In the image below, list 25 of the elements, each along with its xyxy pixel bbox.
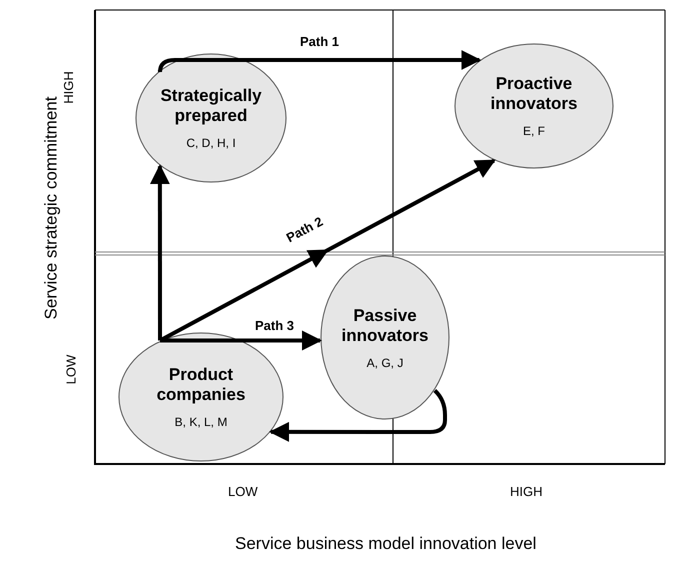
axis-title: Service business model innovation level bbox=[235, 534, 536, 554]
node-members: B, K, L, M bbox=[174, 415, 228, 429]
axis-title: Service strategic commitment bbox=[41, 96, 62, 320]
node-title: Passive innovators bbox=[340, 306, 430, 346]
axis-tick-label: HIGH bbox=[60, 71, 76, 104]
node-title: Strategically prepared bbox=[159, 86, 263, 126]
path-arrow bbox=[160, 330, 322, 350]
edge-label: Path 1 bbox=[300, 34, 340, 49]
axis-tick-label: LOW bbox=[63, 354, 78, 384]
axis-tick-label: HIGH bbox=[510, 484, 542, 499]
node-members: A, G, J bbox=[366, 356, 404, 370]
axis-tick-label: LOW bbox=[228, 484, 258, 499]
ellipse-node bbox=[135, 53, 287, 183]
edge-label: Path 2 bbox=[284, 214, 326, 246]
edge-label: Path 3 bbox=[255, 318, 294, 333]
path-arrow bbox=[158, 50, 482, 74]
ellipse-node bbox=[118, 332, 284, 462]
node-title: Proactive innovators bbox=[490, 74, 578, 114]
node-title: Product companies bbox=[156, 365, 246, 405]
node-members: C, D, H, I bbox=[186, 136, 236, 150]
node-members: E, F bbox=[522, 124, 545, 138]
path-arrow bbox=[150, 164, 170, 340]
path-arrow bbox=[269, 389, 447, 442]
ellipse-node bbox=[320, 255, 450, 420]
ellipse-node bbox=[454, 43, 614, 169]
